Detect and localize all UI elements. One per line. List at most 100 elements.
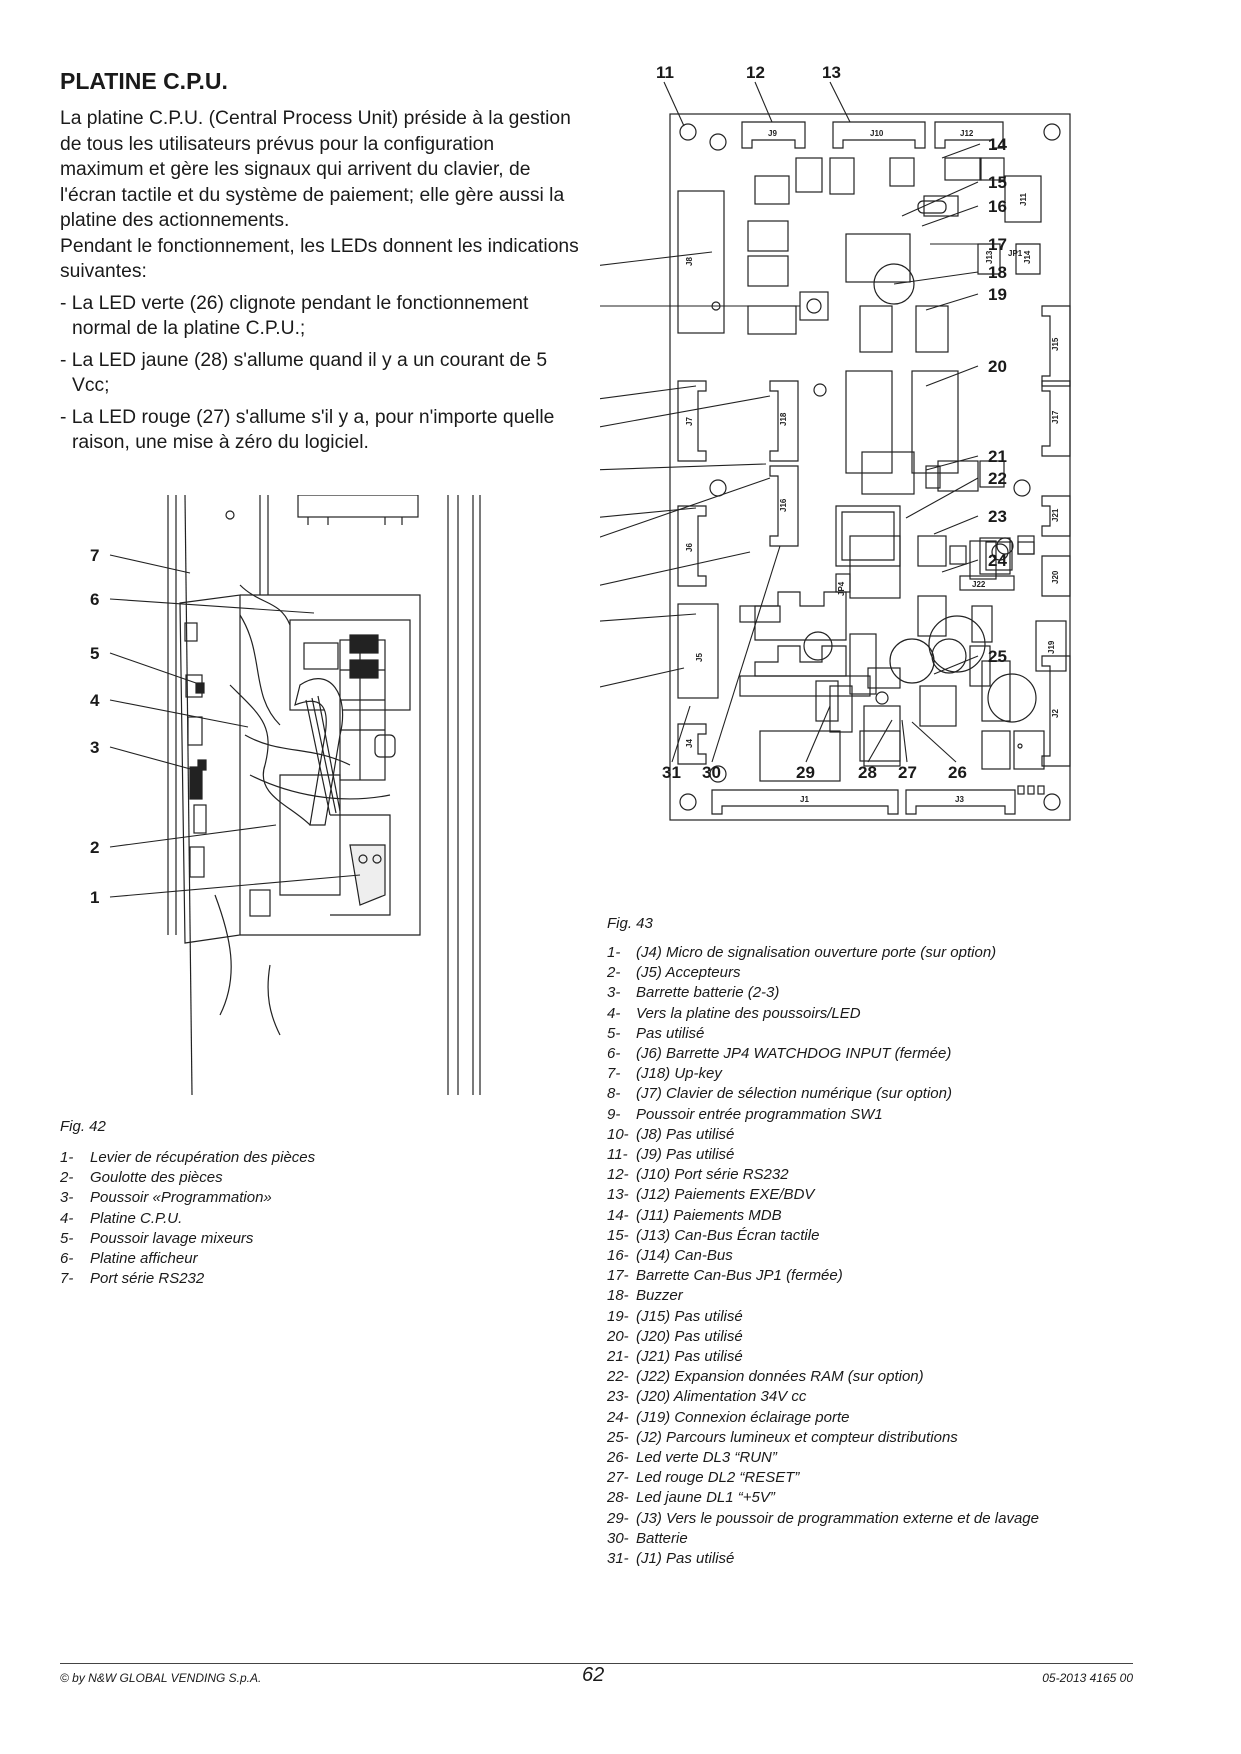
fig42-callout-6: 6 [90,590,99,609]
list-item: 26-Led verte DL3 “RUN” [607,1449,777,1467]
list-item: 6-Platine afficheur [60,1250,198,1268]
list-item: 22-(J22) Expansion données RAM (sur opti… [607,1368,924,1386]
list-item: 21-(J21) Pas utilisé [607,1348,743,1366]
list-item: 3-Barrette batterie (2-3) [607,984,780,1002]
list-item: 6-(J6) Barrette JP4 WATCHDOG INPUT (ferm… [607,1045,952,1063]
list-item: 8-(J7) Clavier de sélection numérique (s… [607,1085,952,1103]
board-label-j16: J16 [779,498,788,512]
footer-divider [60,1663,1133,1664]
list-item: 5-Pas utilisé [607,1024,705,1042]
board-label-j6: J6 [685,543,694,552]
board-label-j3: J3 [955,795,964,804]
footer-copyright: © by N&W GLOBAL VENDING S.p.A. [60,1671,262,1685]
list-item: 2-(J5) Accepteurs [607,964,741,982]
fig43-callout-24: 24 [988,551,1007,570]
fig42-legend: 1-Levier de récupération des pièces 2-Go… [60,1148,315,1289]
list-item: 31-(J1) Pas utilisé [607,1550,735,1568]
list-item: 3-Poussoir «Programmation» [60,1189,272,1207]
board-label-j18: J18 [779,412,788,426]
intro-paragraph-1: La platine C.P.U. (Central Process Unit)… [60,108,571,231]
board-label-j1: J1 [800,795,809,804]
board-label-j15: J15 [1051,337,1060,351]
list-item: 15-(J13) Can-Bus Écran tactile [607,1226,820,1244]
fig43-callout-21: 21 [988,447,1007,466]
list-item: 29-(J3) Vers le poussoir de programmatio… [607,1509,1039,1527]
list-item: 12-(J10) Port série RS232 [607,1166,789,1184]
board-label-j20: J20 [1051,570,1060,584]
fig43-callout-19: 19 [988,285,1007,304]
list-item: 20-(J20) Pas utilisé [607,1327,743,1345]
fig43-callout-23: 23 [988,507,1007,526]
fig43-callout-31: 31 [662,763,681,782]
fig43-callout-14: 14 [988,135,1007,154]
list-item: 28-Led jaune DL1 “+5V” [607,1489,775,1507]
list-item: 5-Poussoir lavage mixeurs [60,1229,254,1247]
board-label-j8: J8 [685,257,694,266]
board-label-j7: J7 [685,417,694,426]
fig43-callout-30: 30 [702,763,721,782]
board-label-j12: J12 [960,129,974,138]
fig42-callout-5: 5 [90,644,99,663]
board-label-j2: J2 [1051,709,1060,718]
board-label-j4: J4 [685,739,694,748]
board-label-j11: J11 [1019,193,1028,206]
footer-doc-ref: 05-2013 4165 00 [1042,1671,1133,1685]
list-item: 10-(J8) Pas utilisé [607,1125,735,1143]
page-title: PLATINE C.P.U. [60,68,228,94]
led-yellow-description: - La LED jaune (28) s'allume quand il y … [60,349,548,397]
list-item: 4-Vers la platine des poussoirs/LED [607,1004,861,1022]
fig43-callout-11: 11 [656,66,674,82]
list-item: 27-Led rouge DL2 “RESET” [607,1469,800,1487]
board-label-j13: J13 [985,250,994,264]
board-label-j9: J9 [768,129,777,138]
board-label-jp4: JP4 [837,581,846,596]
fig43-callout-28: 28 [858,763,877,782]
fig43-callout-22: 22 [988,469,1007,488]
list-item: 24-(J19) Connexion éclairage porte [607,1408,850,1426]
fig42-caption: Fig. 42 [60,1118,106,1135]
list-item: 17-Barrette Can-Bus JP1 (fermée) [607,1267,843,1285]
board-label-j17: J17 [1051,410,1060,424]
list-item: 13-(J12) Paiements EXE/BDV [607,1186,815,1204]
fig43-callout-15: 15 [988,173,1007,192]
fig43-callout-29: 29 [796,763,815,782]
led-red-description: - La LED rouge (27) s'allume s'il y a, p… [60,406,555,454]
page-number: 62 [582,1664,605,1686]
fig43-callout-27: 27 [898,763,917,782]
fig43-cpu-board-drawing: J8 J10 J12 J11 J9 J13 J14 JP1 J15 J7 J18… [600,66,1071,821]
fig42-callout-1: 1 [90,888,99,907]
board-label-j5: J5 [695,653,704,662]
list-item: 11-(J9) Pas utilisé [607,1146,735,1164]
fig43-caption: Fig. 43 [607,915,653,932]
board-label-j19: J19 [1047,640,1056,654]
board-label-j21: J21 [1051,508,1060,522]
fig43-callout-16: 16 [988,197,1007,216]
fig43-callout-18: 18 [988,263,1007,282]
list-item: 2-Goulotte des pièces [60,1169,223,1187]
list-item: 14-(J11) Paiements MDB [607,1206,782,1224]
list-item: 23-(J20) Alimentation 34V cc [607,1388,807,1406]
board-label-j10: J10 [870,129,884,138]
list-item: 1-Levier de récupération des pièces [60,1149,316,1166]
fig43-callout-12: 12 [746,66,765,82]
list-item: 18-Buzzer [607,1287,683,1305]
fig42-callout-4: 4 [90,691,100,710]
board-label-jp1: JP1 [1008,249,1023,258]
list-item: 25-(J2) Parcours lumineux et compteur di… [607,1428,958,1446]
fig43-callout-25: 25 [988,647,1007,666]
fig43-legend: 1-(J4) Micro de signalisation ouverture … [607,943,1039,1569]
fig43-callout-20: 20 [988,357,1007,376]
fig43-callout-17: 17 [988,235,1007,254]
list-item: 19-(J15) Pas utilisé [607,1307,743,1325]
fig42-machine-interior-drawing: 7 6 5 4 3 2 1 [90,495,481,1095]
fig42-callout-7: 7 [90,546,99,565]
list-item: 7-Port série RS232 [60,1270,205,1288]
board-label-j14: J14 [1023,250,1032,264]
list-item: 9-Poussoir entrée programmation SW1 [607,1105,883,1123]
fig43-callout-13: 13 [822,66,841,82]
list-item: 1-(J4) Micro de signalisation ouverture … [607,944,997,961]
list-item: 16-(J14) Can-Bus [607,1247,733,1265]
list-item: 4-Platine C.P.U. [60,1209,183,1227]
led-green-description: - La LED verte (26) clignote pendant le … [60,292,529,340]
list-item: 30-Batterie [607,1529,688,1547]
